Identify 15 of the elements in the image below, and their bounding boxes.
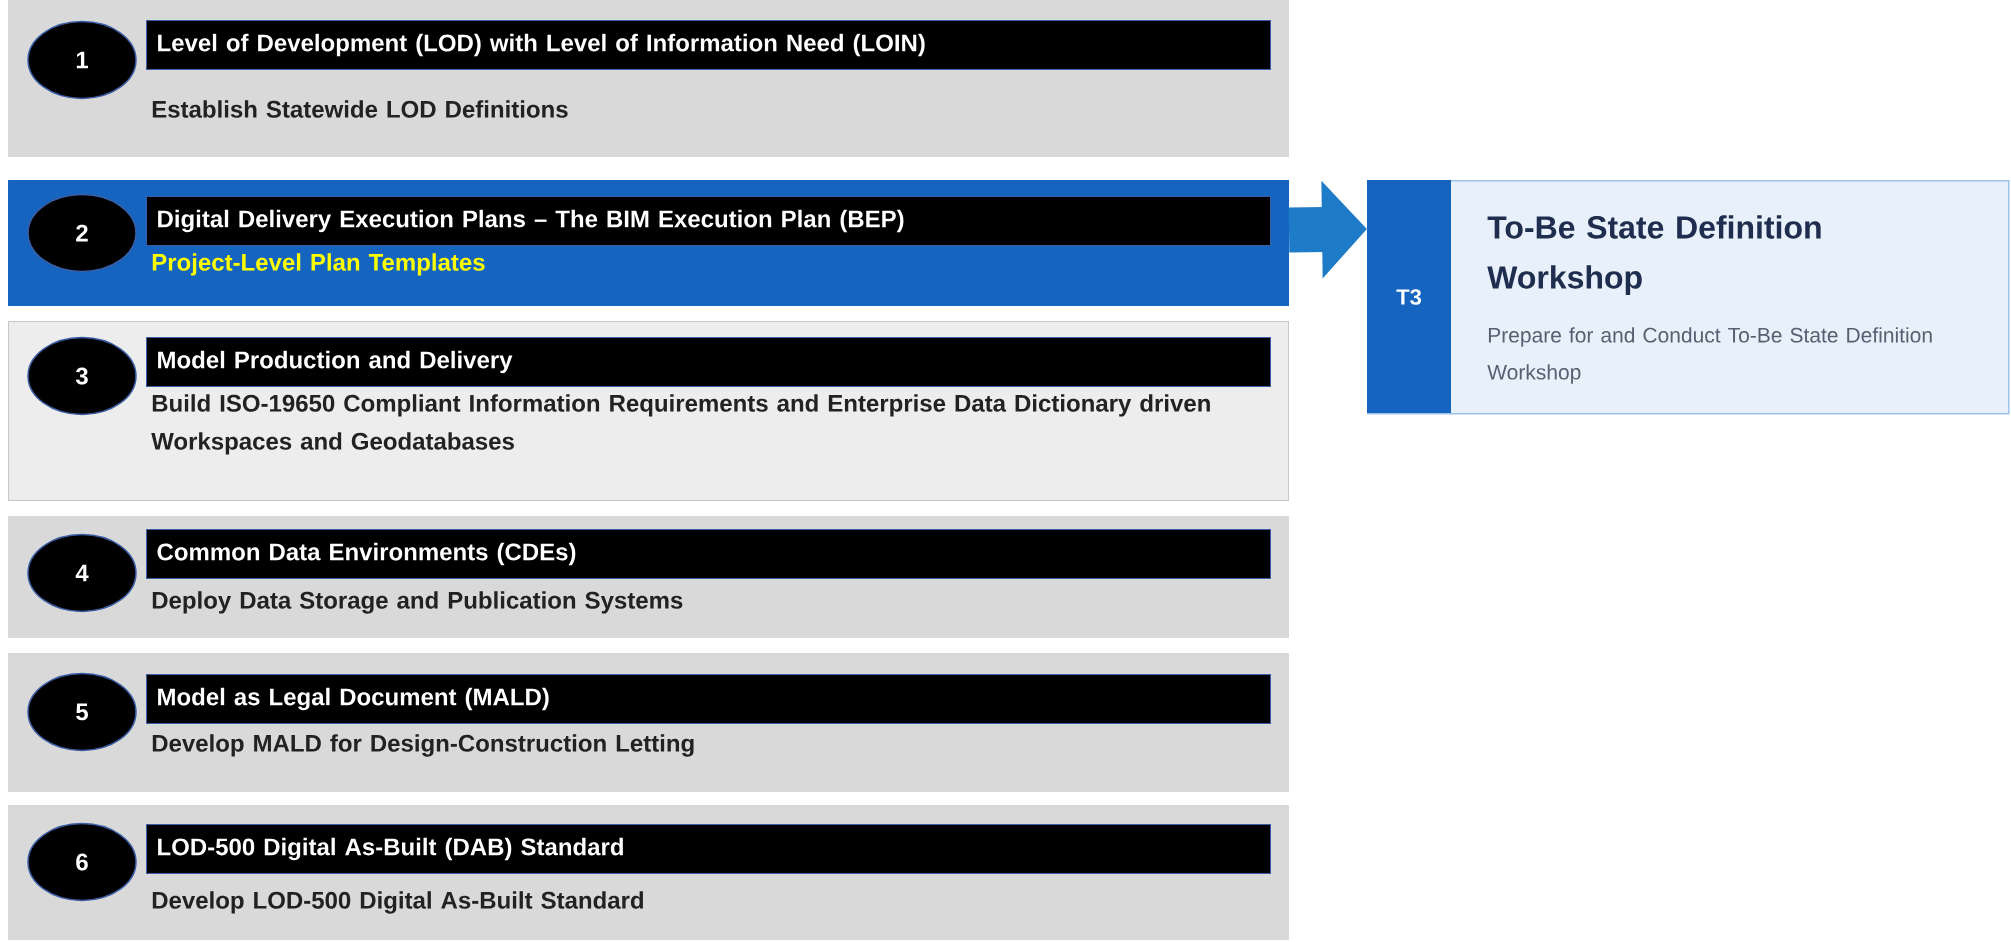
card-description: Prepare for and Conduct To-Be State Definition Workshop [1487,327,1932,384]
header-bar: Digital Delivery Execution Plans – The BIM Execution Plan (BEP) [146,196,1271,246]
subtitle: Develop LOD-500 Digital As-Built Standard [152,891,643,914]
header-bar: Common Data Environments (CDEs) [146,529,1271,579]
subtitle: Develop MALD for Design-Construction Letting [152,734,694,757]
subtitle: Deploy Data Storage and Publication Systems [152,591,683,614]
subtitle: Project-Level Plan Templates [152,253,485,276]
subtitle: Build ISO-19650 Compliant Information Requirements and Enterprise Data Dictionary driven Workspaces and Geodatabases [151,394,1210,455]
header-bar: LOD-500 Digital As-Built (DAB) Standard [146,824,1271,874]
header-bar: Model as Legal Document (MALD) [146,674,1271,724]
header-bar: Model Production and Delivery [146,337,1271,387]
task-code: T3 [1396,289,1422,305]
header-bar: Level of Development (LOD) with Level of Information Need (LOIN) [146,20,1271,70]
card-title: To-Be State Definition Workshop [1487,215,1821,295]
subtitle: Establish Statewide LOD Definitions [152,100,568,118]
